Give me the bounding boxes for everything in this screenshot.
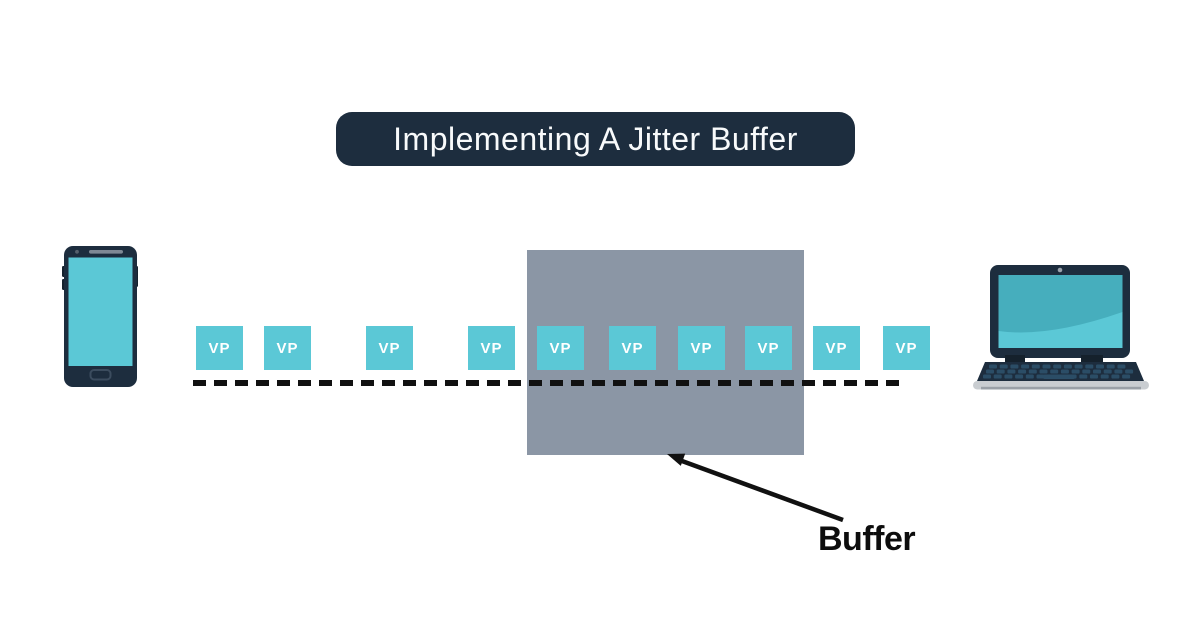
voice-packet-label: VP	[276, 339, 299, 357]
voice-packet-label: VP	[825, 339, 848, 357]
smartphone-icon	[62, 246, 138, 387]
voice-packet: VP	[609, 326, 656, 370]
voice-packet: VP	[366, 326, 413, 370]
voice-packet: VP	[745, 326, 792, 370]
voice-packet: VP	[883, 326, 930, 370]
voice-packet-label: VP	[480, 339, 503, 357]
voice-packet: VP	[537, 326, 584, 370]
voice-packet-label: VP	[690, 339, 713, 357]
voice-packet: VP	[468, 326, 515, 370]
voice-packet-label: VP	[549, 339, 572, 357]
buffer-label: Buffer	[818, 520, 916, 558]
voice-packet-label: VP	[895, 339, 918, 357]
voice-packet-label: VP	[208, 339, 231, 357]
laptop-icon	[973, 265, 1149, 390]
voice-packet-label: VP	[378, 339, 401, 357]
voice-packet: VP	[678, 326, 725, 370]
page-title: Implementing A Jitter Buffer	[393, 120, 798, 157]
voice-packet: VP	[196, 326, 243, 370]
voice-packet: VP	[813, 326, 860, 370]
voice-packet-label: VP	[757, 339, 780, 357]
buffer-pointer-arrow	[667, 453, 844, 523]
voice-packet-label: VP	[621, 339, 644, 357]
timeline-dashed-line	[193, 380, 907, 386]
voice-packet: VP	[264, 326, 311, 370]
title-banner: Implementing A Jitter Buffer	[336, 112, 855, 166]
